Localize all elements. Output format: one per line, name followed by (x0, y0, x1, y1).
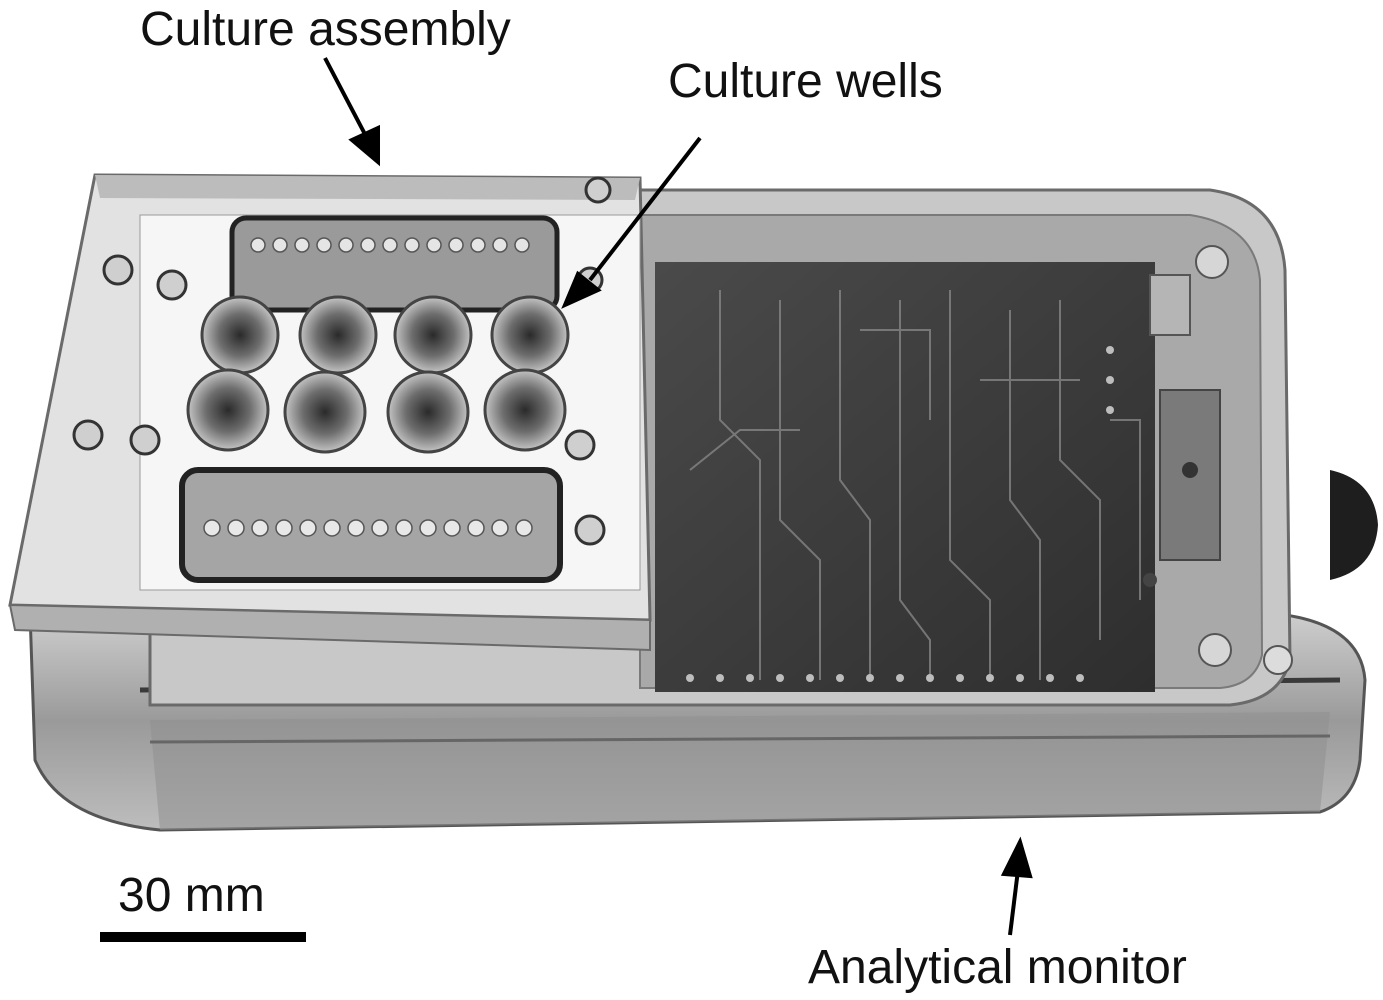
upper-connector (229, 215, 560, 313)
scale-bar (100, 932, 306, 942)
culture-assembly-block (8, 173, 652, 652)
arrow-culture-wells (588, 136, 702, 282)
culture-wells-array (186, 295, 570, 454)
arrowhead-culture-wells (561, 270, 602, 309)
culture-assembly-label: Culture assembly (140, 3, 511, 56)
arrowhead-culture-assembly (348, 124, 380, 167)
scale-bar-label: 30 mm (118, 869, 265, 922)
lower-connector (179, 467, 563, 583)
circuit-board (655, 262, 1155, 692)
culture-wells-label: Culture wells (668, 55, 943, 108)
arrowhead-analytical-monitor (1000, 836, 1033, 879)
arrow-culture-assembly (323, 57, 370, 141)
right-bracket (1143, 245, 1378, 675)
arrow-analytical-monitor (1008, 869, 1020, 936)
annotation-arrows (323, 57, 1033, 936)
analytical-monitor-label: Analytical monitor (808, 941, 1187, 994)
